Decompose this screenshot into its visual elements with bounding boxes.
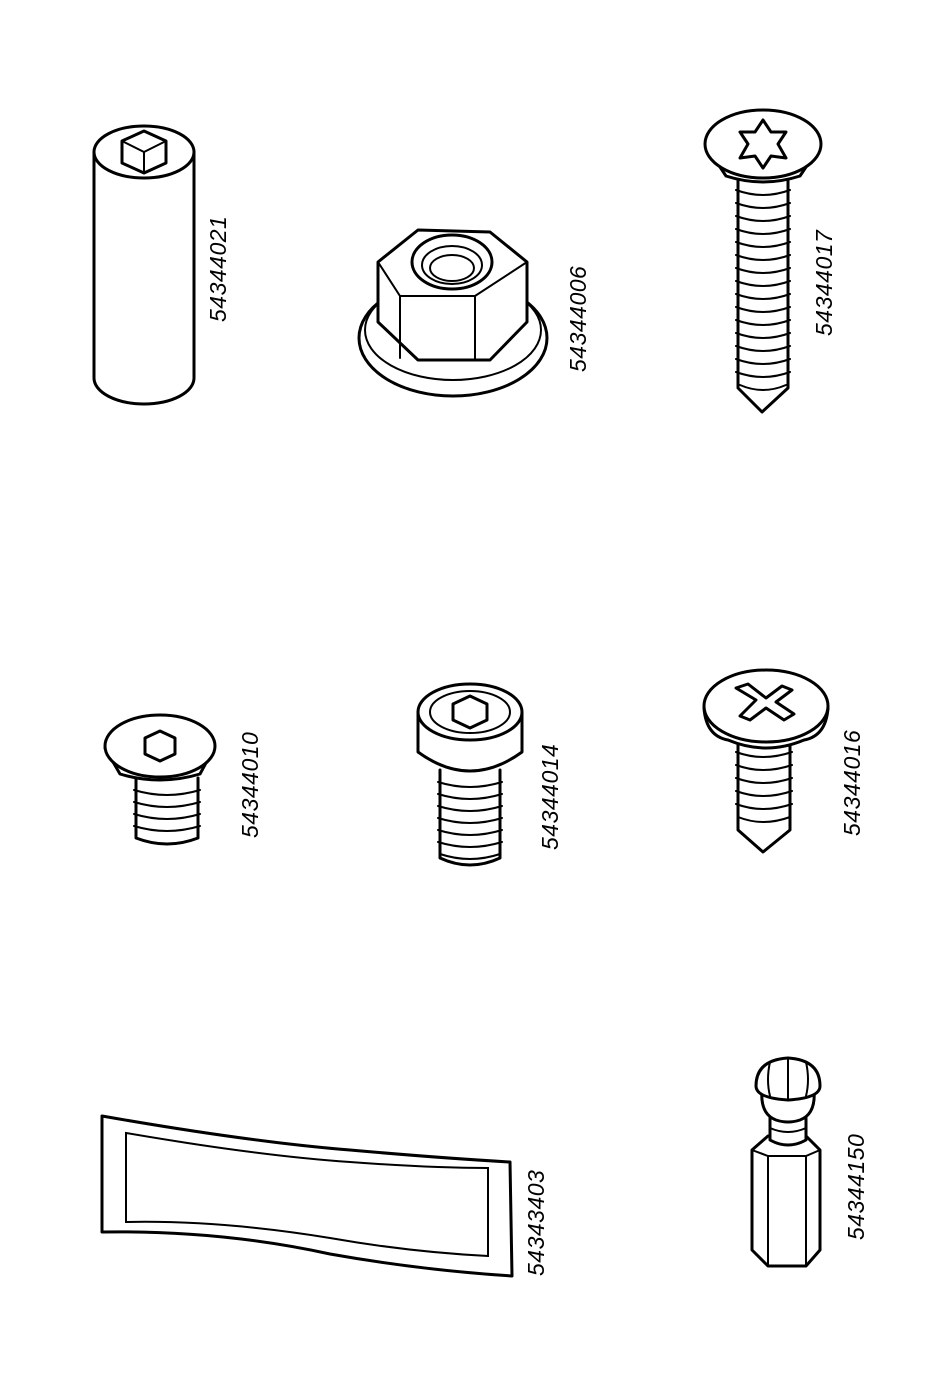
countersunk-hex-screw-drawing bbox=[105, 715, 215, 844]
part-number-54343403: 54343403 bbox=[523, 1170, 549, 1276]
flange-nut-drawing bbox=[359, 230, 547, 396]
part-number-54344016: 54344016 bbox=[839, 730, 865, 836]
part-number-54344017: 54344017 bbox=[811, 229, 837, 336]
part-number-54344150: 54344150 bbox=[843, 1134, 869, 1240]
part-number-54344006: 54344006 bbox=[565, 266, 591, 372]
bit-adapter-drawing bbox=[752, 1058, 820, 1266]
torx-countersunk-screw-drawing bbox=[705, 110, 821, 412]
part-number-54344014: 54344014 bbox=[537, 744, 563, 850]
phillips-pan-screw-drawing bbox=[704, 670, 828, 852]
socket-cap-screw-drawing bbox=[418, 684, 522, 865]
part-number-54344021: 54344021 bbox=[205, 216, 231, 322]
part-number-54344010: 54344010 bbox=[237, 732, 263, 838]
sleeve-nut-drawing bbox=[94, 126, 194, 404]
adhesive-pad-drawing bbox=[102, 1116, 512, 1276]
